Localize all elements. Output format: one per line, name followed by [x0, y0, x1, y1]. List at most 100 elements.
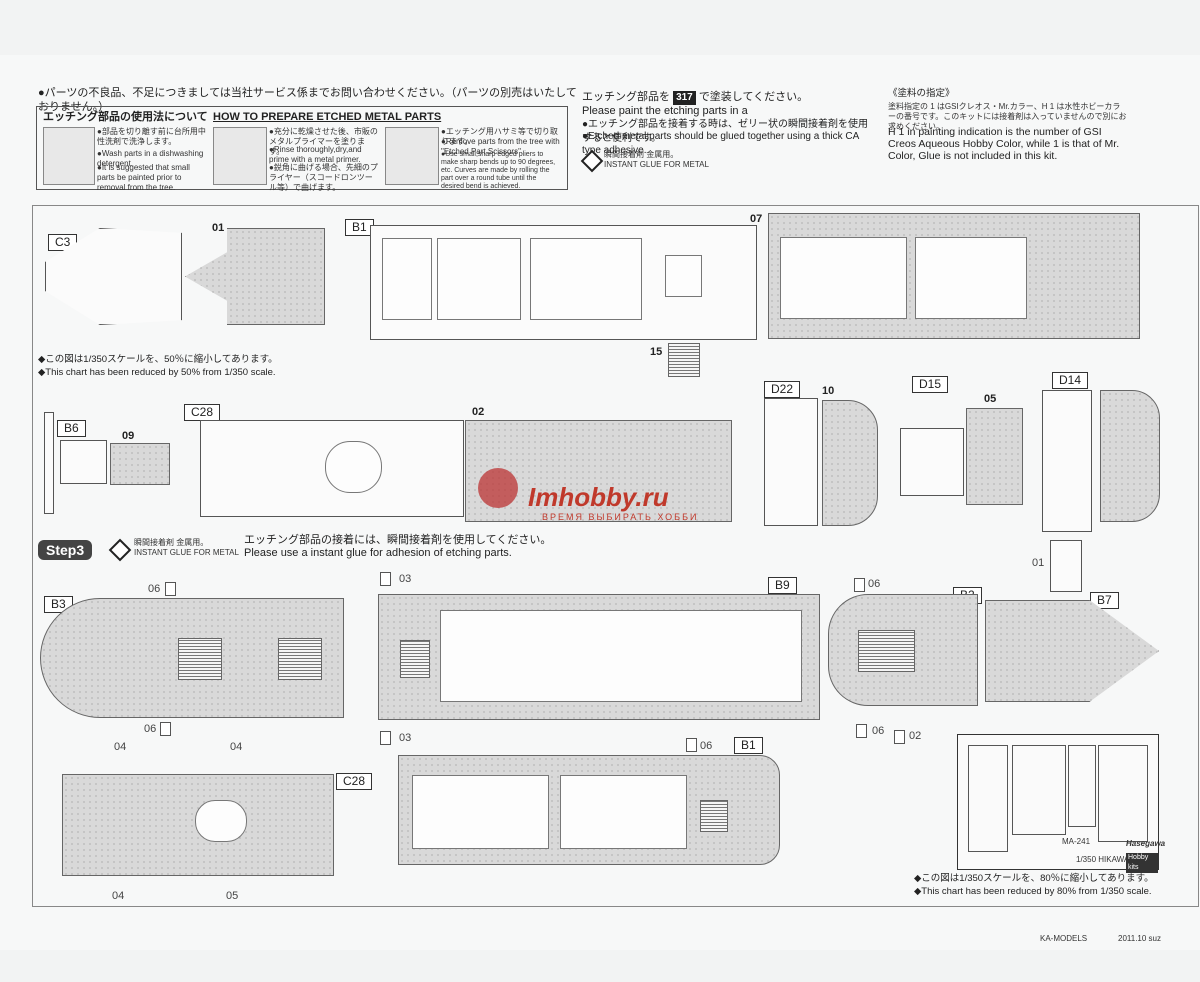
grating	[858, 630, 915, 672]
small-etch-part	[380, 731, 391, 745]
part-label-b9: B9	[768, 577, 797, 594]
howto-jp-1: ●部品を切り離す前に台所用中性洗剤で洗浄します。	[97, 127, 206, 146]
part-d15	[900, 428, 964, 496]
callout-06: 06	[700, 740, 713, 752]
etch-number-07: 07	[750, 213, 763, 225]
small-etch-part	[856, 724, 867, 738]
etch-number-09: 09	[122, 430, 135, 442]
etch-part-05	[966, 408, 1023, 505]
grating	[700, 800, 728, 832]
fret-part	[1098, 745, 1148, 842]
paint-jp2: で塗装してください。	[698, 91, 809, 103]
grating	[178, 638, 222, 680]
howto-jp-4: ●エッチング用ハサミ等で切り取ります。	[441, 127, 558, 146]
etch-part-09	[110, 443, 170, 485]
step3-badge: Step3	[38, 540, 93, 560]
callout-04: 04	[114, 741, 127, 753]
howto-en-title: HOW TO PREPARE ETCHED METAL PARTS	[213, 111, 442, 123]
grating	[400, 640, 430, 678]
fret-brand: Hasegawa	[1126, 839, 1166, 848]
part-label-b7: B7	[1090, 592, 1119, 609]
deck-opening	[780, 237, 907, 319]
small-etch-part	[894, 730, 905, 744]
part-d14	[1042, 390, 1092, 532]
part-label-d22: D22	[764, 381, 801, 398]
bow-deck-b7	[985, 600, 1159, 702]
watermark-tagline: ВРЕМЯ ВЫБИРАТЬ ХОББИ	[542, 512, 699, 522]
howto-en-2: ●It is suggested that small parts be pai…	[97, 163, 190, 192]
part-label-b1-b: B1	[734, 737, 763, 754]
small-etch-part	[165, 582, 176, 596]
part-label-b6: B6	[57, 420, 86, 437]
part-label-c28-b: C28	[336, 773, 373, 790]
fret-part	[968, 745, 1008, 852]
deck-opening	[440, 610, 802, 702]
etch-part-11	[1100, 390, 1160, 522]
callout-03: 03	[399, 732, 412, 744]
part-label-d14: D14	[1052, 372, 1089, 389]
small-etch-part	[380, 572, 391, 586]
part-b6	[60, 440, 107, 484]
etch-number-15: 15	[650, 346, 663, 358]
paint-number: 317	[673, 91, 696, 105]
brush-illustration	[213, 127, 267, 185]
howto-en-1: ●Wash parts in a dishwashing detergent.	[97, 149, 204, 168]
funnel-outline	[325, 441, 382, 493]
deck-opening	[382, 238, 432, 320]
callout-06: 06	[868, 578, 881, 590]
watermark-site: Imhobby.ru	[528, 482, 669, 512]
hatch-outline	[665, 255, 702, 297]
deck-opening	[412, 775, 549, 849]
color-jp: 塗料指定の 1 はGSIクレオス・Mr.カラー、H 1 は水性ホビーカラーの番号…	[888, 102, 1127, 131]
part-label-c28: C28	[184, 404, 221, 421]
small-etch-part	[854, 578, 865, 592]
color-en: H 1 in painting indication is the number…	[888, 126, 1120, 162]
instant-jp: 瞬間接着剤 金属用。	[604, 150, 679, 159]
small-etch-part	[160, 722, 171, 736]
etch-number-02: 02	[472, 406, 485, 418]
etch-part-10	[822, 400, 878, 526]
part-d22	[764, 398, 818, 526]
callout-03: 03	[399, 573, 412, 585]
step3-glue-jp: 瞬間接着剤 金属用。	[134, 538, 209, 547]
callout-04: 04	[112, 890, 125, 902]
glue-en: ●Etched metal parts should be glued toge…	[582, 131, 859, 156]
funnel-outline	[195, 800, 247, 842]
part-b6-frame	[44, 412, 54, 514]
etching-fret: MA-241 1/350 HIKAWA Hasegawa Hobby kits	[957, 734, 1165, 873]
fret-part	[1068, 745, 1096, 827]
howto-en-3: ●Rinse thoroughly,dry,and prime with a m…	[269, 145, 362, 164]
footer-maker: KA-MODELS	[1040, 934, 1088, 943]
scissors-illustration	[385, 127, 439, 185]
fret-part	[1012, 745, 1066, 835]
fret-code: MA-241	[1062, 837, 1091, 846]
scale80-note-jp: ◆この図は1/350スケールを、80％に縮小してあります。	[914, 873, 1154, 884]
fret-brand-sub: Hobby kits	[1126, 853, 1158, 873]
footer-date: 2011.10 suz	[1118, 934, 1161, 943]
howto-jp-2: ●充分に乾燥させた後、市販のメタルプライマーを塗ります。	[269, 127, 378, 156]
callout-01: 01	[1032, 557, 1045, 569]
etch-part-15	[668, 343, 700, 377]
small-etch-part	[686, 738, 697, 752]
howto-en-5: ●Use small,sharp edged pliers to make sh…	[441, 151, 556, 190]
part-label-d15: D15	[912, 376, 949, 393]
deck-opening	[437, 238, 521, 320]
callout-05: 05	[226, 890, 239, 902]
diagram-frame	[32, 205, 1199, 907]
fret-caption: 1/350 HIKAWA	[1076, 855, 1130, 864]
color-title: 《塗料の指定》	[888, 88, 955, 99]
deck-opening	[560, 775, 687, 849]
sink-illustration	[43, 127, 95, 185]
paint-en: Please paint the etching parts in a	[582, 105, 748, 117]
etch-part-01-strip	[1050, 540, 1082, 592]
instant-en: INSTANT GLUE FOR METAL	[604, 160, 709, 169]
howto-en-4: ●Remove parts from the tree with "Etched…	[441, 137, 560, 156]
howto-box: エッチング部品の使用法について HOW TO PREPARE ETCHED ME…	[36, 106, 568, 192]
step3-note-jp: エッチング部品の接着には、瞬間接着剤を使用してください。	[244, 534, 552, 546]
part-label-b1: B1	[345, 219, 374, 236]
callout-04: 04	[230, 741, 243, 753]
scale-note-en: ◆This chart has been reduced by 50% from…	[38, 367, 276, 378]
deck-opening	[530, 238, 642, 320]
scale-note-jp: ◆この図は1/350スケールを、50％に縮小してあります。	[38, 354, 278, 365]
callout-06: 06	[872, 725, 885, 737]
